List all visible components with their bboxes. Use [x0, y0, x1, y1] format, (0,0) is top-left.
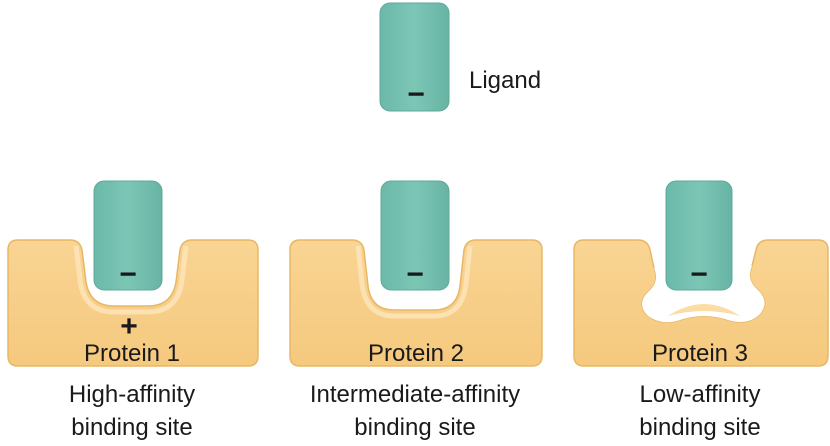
- protein-2-site-highlight: [355, 245, 473, 319]
- protein-1-caption-line1: High-affinity: [69, 381, 195, 408]
- protein-3-ligand-charge: −: [690, 258, 708, 291]
- ligand-block: [379, 2, 450, 112]
- protein-3-name: Protein 3: [652, 340, 748, 367]
- protein-2-ligand: [380, 180, 450, 291]
- protein-3-pocket-floor: [668, 304, 740, 316]
- protein-1-group: − + Protein 1 High-affinity binding site: [7, 180, 259, 441]
- protein-2-ligand-charge: −: [406, 258, 424, 291]
- protein-2-caption-line1: Intermediate-affinity: [310, 381, 520, 408]
- protein-2-name: Protein 2: [368, 340, 464, 367]
- protein-3-caption-line2: binding site: [639, 414, 760, 441]
- protein-3-caption-line1: Low-affinity: [640, 381, 761, 408]
- protein-1-caption-line2: binding site: [71, 414, 192, 441]
- ligand-charge: −: [407, 78, 425, 111]
- protein-3-ligand: [665, 180, 733, 291]
- protein-1-body: [7, 239, 259, 367]
- protein-1-site-highlight: [73, 245, 189, 315]
- protein-2-caption-line2: binding site: [354, 414, 475, 441]
- protein-1-ligand: [93, 180, 163, 291]
- free-ligand: − Ligand: [379, 2, 541, 112]
- protein-1-name: Protein 1: [84, 340, 180, 367]
- protein-2-body: [289, 239, 543, 367]
- protein-2-group: − Protein 2 Intermediate-affinity bindin…: [289, 180, 543, 441]
- protein-1-ligand-charge: −: [119, 258, 137, 291]
- ligand-label: Ligand: [469, 67, 541, 94]
- protein-1-site-charge: +: [120, 310, 138, 343]
- protein-3-group: − Protein 3 Low-affinity binding site: [573, 180, 829, 441]
